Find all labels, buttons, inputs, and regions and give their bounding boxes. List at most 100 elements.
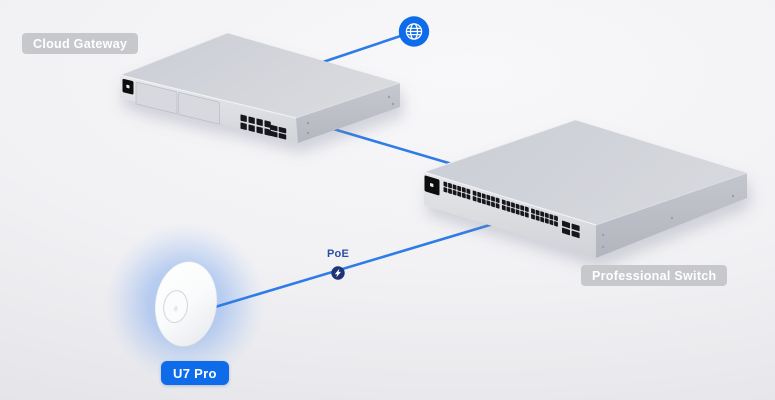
- ethernet-port: [477, 197, 482, 203]
- ethernet-port: [486, 194, 491, 201]
- ethernet-port: [481, 193, 486, 199]
- sfp-port: [562, 220, 570, 229]
- ethernet-port: [457, 185, 462, 192]
- switch-display-logo: [430, 183, 434, 188]
- ethernet-port: [520, 205, 525, 211]
- ethernet-port: [554, 215, 558, 222]
- ethernet-port: [501, 205, 506, 211]
- screw: [731, 194, 735, 198]
- gateway-front-details: [122, 78, 287, 140]
- ethernet-port: [443, 187, 448, 193]
- connection-lines: [203, 30, 522, 312]
- gateway-top-face: [120, 33, 400, 118]
- ethernet-port: [256, 126, 263, 134]
- ethernet-port: [461, 192, 466, 199]
- ethernet-port: [461, 187, 466, 193]
- ethernet-port: [524, 212, 529, 218]
- gateway-label: Cloud Gateway: [22, 33, 139, 54]
- ethernet-port: [544, 218, 549, 224]
- screw: [306, 131, 310, 135]
- gateway-back-edge-highlight: [119, 32, 228, 76]
- ethernet-port: [511, 202, 515, 208]
- switch-front-edge-highlight: [423, 171, 597, 226]
- ethernet-port: [540, 211, 545, 217]
- ethernet-port: [495, 203, 500, 209]
- ethernet-port: [520, 210, 525, 217]
- ethernet-port: [248, 124, 255, 133]
- ethernet-port: [515, 203, 520, 210]
- ap-center-dot: [173, 305, 178, 312]
- ethernet-port: [486, 200, 491, 206]
- ethernet-port: [515, 209, 520, 215]
- u7-pro-device: [154, 261, 218, 347]
- switch-front-details: [424, 175, 580, 239]
- uplink-port: [278, 133, 287, 140]
- ethernet-port: [481, 198, 486, 205]
- switch-top-face: [424, 120, 747, 225]
- ethernet-port: [448, 182, 452, 189]
- switch-sfp-ports: [562, 220, 580, 239]
- link-gateway-internet: [318, 30, 416, 65]
- ethernet-port: [256, 118, 263, 126]
- lightning-bolt-icon: [334, 268, 341, 278]
- screw: [387, 95, 391, 99]
- drive-bay: [135, 81, 178, 115]
- uplink-port: [270, 130, 278, 138]
- ethernet-port: [535, 215, 540, 221]
- gateway-uplink-ports: [270, 124, 287, 140]
- cloud-gateway-device: [119, 32, 401, 143]
- ethernet-port: [443, 181, 448, 187]
- screw: [601, 245, 605, 249]
- ethernet-port: [506, 200, 511, 207]
- ethernet-port: [264, 128, 271, 136]
- ethernet-port: [544, 212, 549, 219]
- gateway-display-logo: [126, 84, 130, 89]
- ethernet-port: [248, 116, 255, 125]
- switch-right-face: [596, 173, 747, 258]
- ethernet-port: [452, 189, 457, 196]
- professional-switch-device: [423, 119, 748, 258]
- switch-ethernet-ports: [443, 181, 558, 227]
- ethernet-port: [452, 184, 457, 190]
- switch-right-edge-highlight: [595, 172, 748, 226]
- ethernet-port: [491, 201, 495, 208]
- ethernet-port: [506, 206, 511, 212]
- screw: [670, 216, 674, 220]
- ethernet-port: [501, 199, 506, 205]
- sfp-port: [571, 230, 580, 239]
- uplink-port: [270, 124, 278, 132]
- gateway-right-edge-highlight: [295, 82, 401, 119]
- ethernet-port: [540, 216, 545, 223]
- ethernet-port: [535, 209, 540, 216]
- switch-front-face: [424, 172, 596, 258]
- screw: [391, 102, 395, 106]
- ethernet-port: [240, 122, 247, 131]
- switch-back-edge-highlight: [423, 119, 576, 173]
- ethernet-port: [457, 191, 462, 197]
- ethernet-port: [240, 114, 247, 123]
- gateway-front-edge-highlight: [119, 74, 297, 119]
- ethernet-port: [448, 188, 452, 195]
- sfp-port: [562, 227, 570, 236]
- sfp-port: [571, 223, 580, 232]
- link-switch-ap-poe: [203, 214, 522, 312]
- screw: [306, 121, 310, 125]
- gateway-screws: [306, 95, 395, 135]
- gateway-right-face: [296, 83, 400, 143]
- switch-label: Professional Switch: [581, 265, 728, 286]
- ethernet-port: [549, 214, 554, 220]
- globe-glyph: [405, 23, 423, 40]
- ethernet-port: [472, 190, 477, 196]
- ethernet-port: [549, 219, 554, 226]
- ethernet-port: [264, 120, 271, 128]
- screw: [601, 233, 605, 237]
- internet-icon: [398, 16, 430, 47]
- link-gateway-switch: [328, 126, 454, 166]
- ethernet-port: [554, 221, 558, 227]
- poe-icon: [331, 266, 345, 280]
- ethernet-port: [466, 188, 471, 195]
- ethernet-port: [495, 197, 500, 204]
- ethernet-port: [511, 207, 515, 214]
- ethernet-port: [491, 196, 495, 202]
